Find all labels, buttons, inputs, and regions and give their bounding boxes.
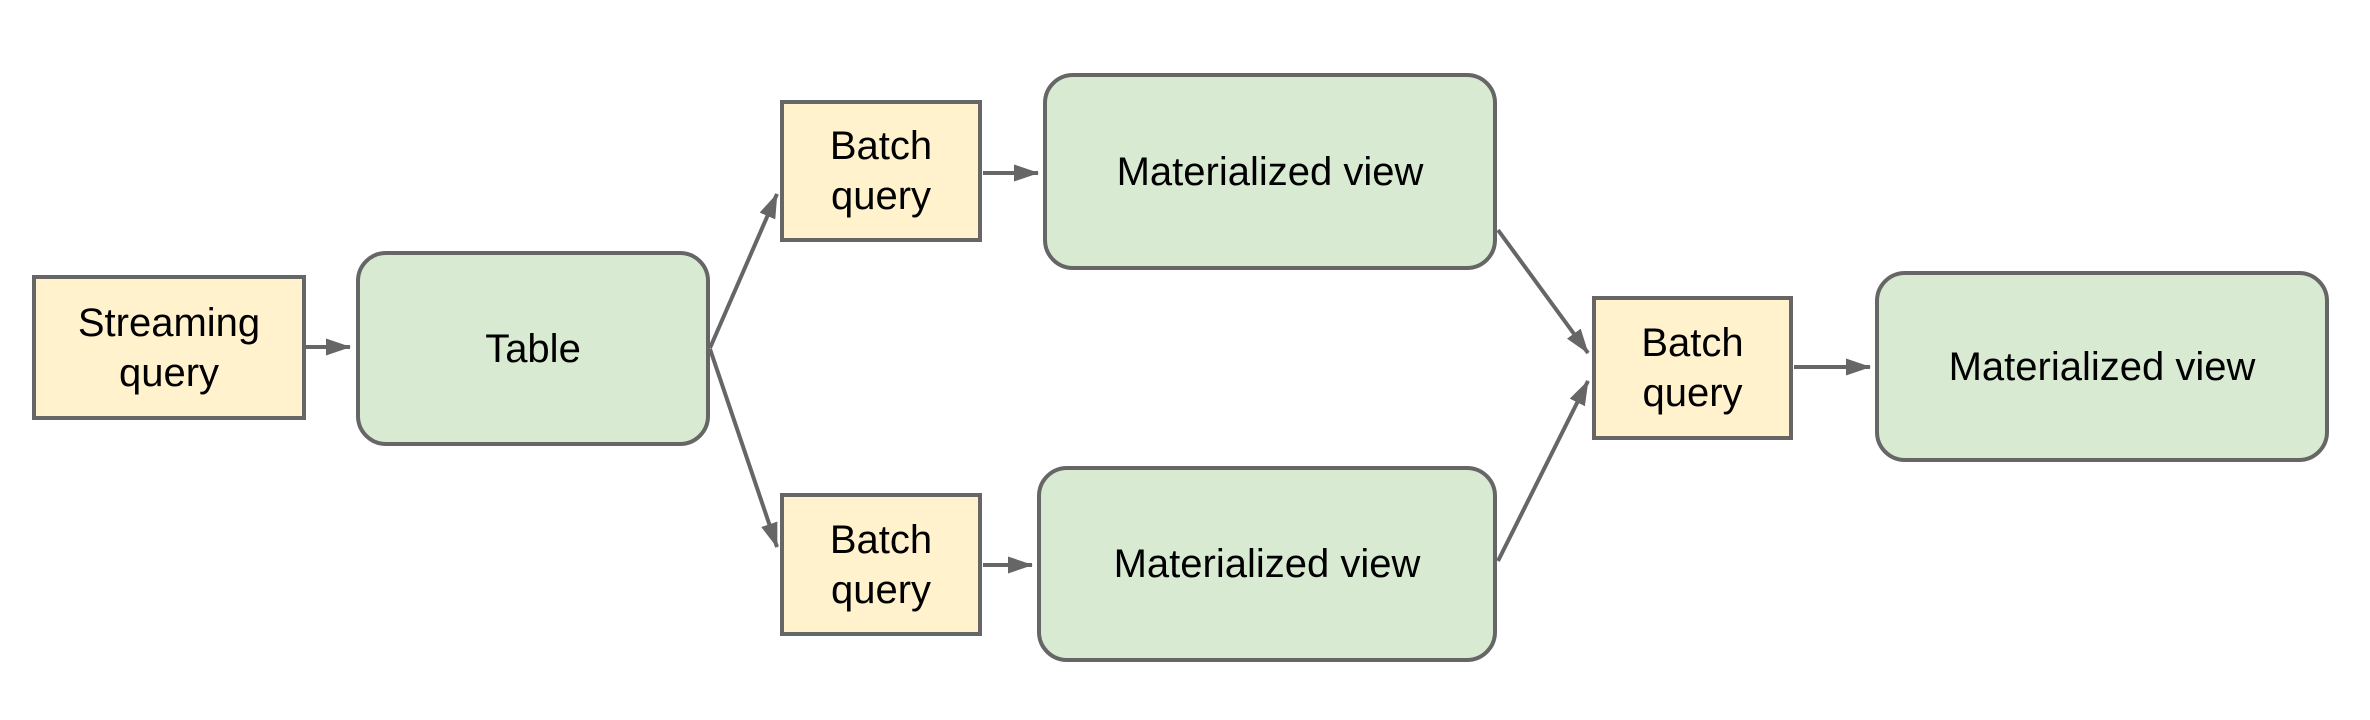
node-materialized-view-top: Materialized view <box>1043 73 1497 270</box>
node-batch-query-merge-label: Batch query <box>1641 321 1744 415</box>
edge-mv-top-to-batch-merge <box>1496 228 1590 355</box>
node-materialized-view-final: Materialized view <box>1875 271 2329 462</box>
node-streaming-query-label: Streaming query <box>77 300 261 395</box>
node-batch-query-top: Batch query <box>780 100 982 242</box>
node-table-label: Table <box>485 326 581 371</box>
edge-table-to-batch-top <box>708 193 779 349</box>
node-table: Table <box>356 251 710 446</box>
node-materialized-view-final-label: Materialized view <box>1948 344 2256 389</box>
node-materialized-view-bottom-label: Materialized view <box>1113 542 1421 586</box>
node-streaming-query: Streaming query <box>32 275 306 420</box>
node-batch-query-bottom: Batch query <box>780 493 982 636</box>
node-batch-query-merge: Batch query <box>1592 296 1793 440</box>
node-materialized-view-bottom: Materialized view <box>1037 466 1497 662</box>
edge-table-to-batch-bottom <box>708 348 779 548</box>
node-batch-query-bottom-label: Batch query <box>829 517 933 612</box>
node-materialized-view-top-label: Materialized view <box>1116 149 1424 194</box>
edge-mv-bottom-to-batch-merge <box>1496 380 1590 562</box>
node-batch-query-top-label: Batch query <box>829 124 933 218</box>
